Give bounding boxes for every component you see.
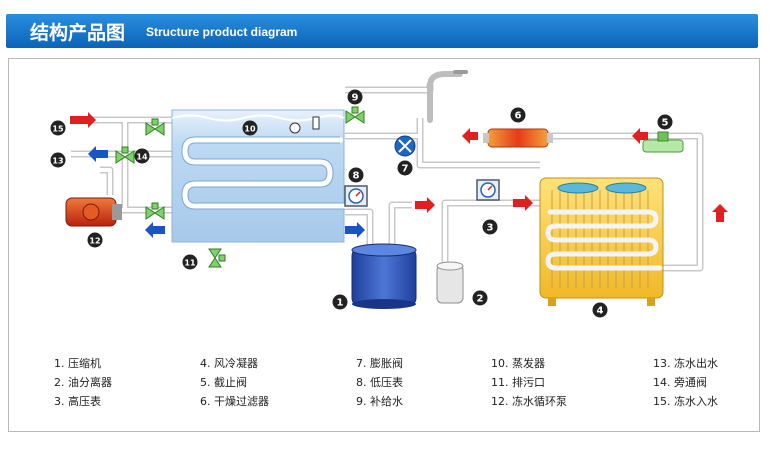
legend-item: 15. 冻水入水 <box>653 395 718 408</box>
expansion-valve <box>394 135 416 157</box>
marker-label: 8 <box>353 171 360 182</box>
marker-label: 6 <box>515 111 522 122</box>
evaporator-tank <box>171 109 348 243</box>
marker-6: 6 <box>510 107 526 123</box>
marker-1: 1 <box>332 294 348 310</box>
marker-label: 12 <box>89 237 100 246</box>
chilled-water-pump <box>65 197 122 227</box>
marker-label: 15 <box>52 125 64 134</box>
legend-item: 11. 排污口 <box>491 376 545 389</box>
marker-11: 11 <box>182 254 198 270</box>
faucet-icon <box>427 70 468 123</box>
legend-item: 1. 压缩机 <box>54 357 101 370</box>
drying-filter <box>483 128 553 148</box>
legend-item: 7. 膨胀阀 <box>356 357 403 370</box>
marker-label: 4 <box>597 306 604 317</box>
air-cooled-condenser <box>539 177 664 306</box>
legend-item: 9. 补给水 <box>356 395 403 408</box>
marker-13: 13 <box>50 152 66 168</box>
legend-column-4: 10. 蒸发器 11. 排污口 12. 冻水循环泵 <box>491 354 567 411</box>
header-banner: 结构产品图 Structure product diagram <box>6 14 758 48</box>
marker-5: 5 <box>657 114 673 130</box>
marker-label: 14 <box>136 153 148 162</box>
compressor <box>351 243 417 309</box>
legend-item: 5. 截止阀 <box>200 376 247 389</box>
marker-2: 2 <box>472 290 488 306</box>
legend-item: 10. 蒸发器 <box>491 357 545 370</box>
marker-label: 11 <box>184 259 196 268</box>
marker-7: 7 <box>397 160 413 176</box>
legend-column-1: 1. 压缩机 2. 油分离器 3. 高压表 <box>54 354 112 411</box>
low-pressure-gauge <box>344 185 368 207</box>
legend-column-2: 4. 风冷凝器 5. 截止阀 6. 干燥过滤器 <box>200 354 269 411</box>
marker-8: 8 <box>348 167 364 183</box>
marker-label: 1 <box>337 298 344 309</box>
legend-item: 8. 低压表 <box>356 376 403 389</box>
marker-10: 10 <box>242 120 258 136</box>
valve-icons <box>115 106 365 268</box>
header-title-en: Structure product diagram <box>146 25 298 39</box>
legend-item: 6. 干燥过滤器 <box>200 395 269 408</box>
marker-4: 4 <box>592 302 608 318</box>
flow-arrows-red <box>70 112 728 222</box>
marker-label: 5 <box>662 118 669 129</box>
legend-column-5: 13. 冻水出水 14. 旁通阀 15. 冻水入水 <box>653 354 718 411</box>
marker-label: 13 <box>52 157 63 166</box>
legend-item: 4. 风冷凝器 <box>200 357 258 370</box>
marker-3: 3 <box>482 219 498 235</box>
oil-separator <box>436 261 464 304</box>
legend-item: 12. 冻水循环泵 <box>491 395 567 408</box>
legend-item: 13. 冻水出水 <box>653 357 718 370</box>
legend-item: 3. 高压表 <box>54 395 101 408</box>
marker-label: 3 <box>487 223 494 234</box>
marker-14: 14 <box>134 148 150 164</box>
marker-label: 2 <box>477 294 484 305</box>
high-pressure-gauge <box>476 179 500 201</box>
legend-item: 2. 油分离器 <box>54 376 112 389</box>
marker-label: 10 <box>244 125 256 134</box>
legend-item: 14. 旁通阀 <box>653 376 707 389</box>
marker-12: 12 <box>87 232 103 248</box>
shutoff-valve <box>642 131 684 153</box>
marker-15: 15 <box>50 120 66 136</box>
marker-label: 7 <box>402 164 409 175</box>
marker-label: 9 <box>352 93 359 104</box>
marker-9: 9 <box>347 89 363 105</box>
legend-column-3: 7. 膨胀阀 8. 低压表 9. 补给水 <box>356 354 403 411</box>
flow-arrows-blue <box>88 146 365 238</box>
header-title-cn: 结构产品图 <box>30 22 126 44</box>
